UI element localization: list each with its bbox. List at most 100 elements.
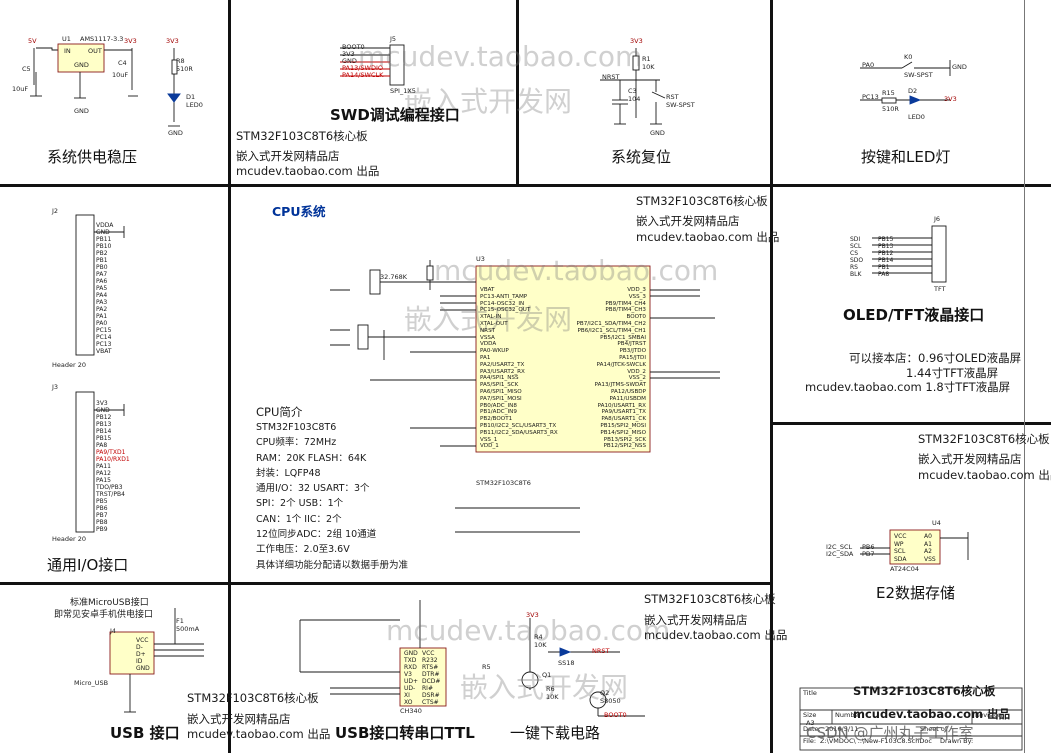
power-label-gnd-u1: GND: [74, 61, 89, 69]
j2-pin-label: PA3: [96, 299, 108, 306]
cpu-right-pin: VSS_2: [628, 375, 646, 382]
eeprom-chip-ref: U4: [932, 519, 941, 527]
power-label-ams: AMS1117-3.3: [80, 35, 124, 43]
ttl-pin-left: XO: [404, 699, 413, 706]
key-gnd: GND: [952, 63, 967, 71]
ttl-pin-left: RXD: [404, 664, 417, 671]
tb-title-label: Title: [803, 689, 817, 697]
swd-shop-line1: STM32F103C8T6核心板: [236, 129, 368, 143]
oled-net-label: PB1: [878, 264, 890, 271]
cpu-left-pin: PC15-OSC32_OUT: [480, 307, 531, 314]
reset-rst: RST: [666, 93, 679, 101]
power-label-c5-val: 10uF: [12, 85, 29, 93]
oled-note-3: mcudev.taobao.com 1.8寸TFT液晶屏: [805, 380, 1011, 394]
j2-pin-label: PA6: [96, 278, 108, 285]
oled-signal-label: BLK: [850, 271, 862, 278]
cpu-right-pin: PB8/TIM4_CH3: [605, 307, 646, 314]
cpu-right-pin: VDD_2: [627, 368, 646, 375]
cpu-intro-line: RAM：20K FLASH：64K: [256, 452, 367, 464]
j2-pin-label: PA0: [96, 320, 108, 327]
cpu-chip-ref: U3: [476, 255, 485, 263]
dl-q2: Q2: [600, 689, 610, 697]
frame-v-line-2: [516, 0, 519, 184]
cpu-right-pin: PB12/SPI2_NSS: [603, 443, 646, 450]
cpu-left-pin: VDDA: [480, 341, 497, 348]
power-label-3v3-led: 3V3: [166, 37, 179, 45]
ttl-pin-left: XI: [404, 692, 410, 699]
j2-pin-label: VDDA: [96, 222, 114, 229]
led-r15-val: 510R: [882, 105, 899, 113]
dl-ss18: SS18: [558, 659, 575, 667]
tb-date-label: Date:: [803, 725, 821, 733]
power-label-out: OUT: [88, 47, 102, 55]
eeprom-pin-right: A1: [924, 540, 932, 548]
cpu-left-pin: VBAT: [480, 287, 495, 293]
led-3v3: 3V3: [944, 95, 957, 103]
j2-pin-label: VBAT: [96, 348, 112, 355]
key-k0: K0: [904, 53, 913, 61]
usb-section-title: USB 接口: [110, 724, 180, 742]
oled-note-1: 可以接本店：0.96寸OLED液晶屏: [849, 351, 1022, 365]
key-sw: SW-SPST: [904, 71, 933, 79]
cpu-left-pin: PA1: [480, 354, 491, 361]
power-section-title: 系统供电稳压: [47, 148, 138, 166]
ttl-shop-line2: 嵌入式开发网精品店: [644, 613, 748, 627]
led-d2: D2: [908, 87, 918, 95]
cpu-right-pin: PB7/I2C1_SDA/TIM4_CH2: [576, 320, 646, 327]
oled-signal-label: SCL: [850, 243, 862, 250]
swd-pin-3v3: 3V3: [342, 50, 355, 58]
keyled-section-title: 按键和LED灯: [861, 148, 951, 166]
cpu-intro-line: 工作电压：2.0至3.6V: [256, 544, 350, 556]
cpu-chip-part: STM32F103C8T6: [476, 479, 531, 487]
power-label-d1: D1: [186, 93, 196, 101]
led-pc13: PC13: [862, 93, 879, 101]
usb-conn-ref: J4: [110, 627, 117, 635]
ttl-shop-line1: STM32F103C8T6核心板: [644, 592, 776, 606]
io-j2-ref: J2: [52, 207, 59, 215]
reset-c3: C3: [628, 87, 637, 95]
usb-pin-label: ID: [136, 658, 143, 665]
power-label-c4-val: 10uF: [112, 71, 129, 79]
io-j3-ref: J3: [52, 383, 59, 391]
cpu-left-pin: XTAL-OUT: [480, 320, 508, 327]
cpu-left-pin: PA3/USART2_RX: [480, 368, 525, 375]
swd-pin-swclk: PA14/SWCLK: [342, 71, 384, 79]
cpu-left-pin: PC14-OSC32_IN: [480, 300, 525, 307]
usb-conn-type: Micro_USB: [74, 679, 109, 687]
frame-v-line-4: [1024, 0, 1025, 753]
power-label-c4: C4: [118, 59, 127, 67]
cpu-right-pin: PA8/USART1_CK: [601, 416, 646, 423]
power-label-gnd: GND: [74, 107, 89, 115]
ttl-section-title: USB接口转串口TTL: [335, 724, 475, 742]
oled-signal-label: SDO: [850, 257, 864, 264]
j3-pin-label: PA8: [96, 442, 108, 449]
ttl-pin-left: TXD: [404, 657, 417, 664]
eeprom-pin-right: A0: [924, 533, 932, 540]
cpu-intro-line: 通用I/O：32 USART：3个: [256, 483, 370, 495]
frame-h-line-1: [0, 184, 1051, 187]
tb-title: STM32F103C8T6核心板: [853, 684, 996, 698]
dl-s8050: S8050: [600, 697, 621, 705]
tb-sheet-label: Sheet of: [920, 725, 948, 733]
power-label-3v3: 3V3: [124, 37, 137, 45]
ttl-pin-left: UD+: [404, 678, 419, 685]
oled-net-label: PA8: [878, 271, 890, 278]
csdn-credit: CSDN @广州丸子工作室: [806, 724, 974, 742]
usb-shop-line2: 嵌入式开发网精品店: [187, 712, 291, 726]
j3-pin-label: PA11: [96, 463, 111, 470]
usb-note-1: 标准MicroUSB接口: [70, 598, 149, 608]
cpu-left-pin: PB0/ADC_IN8: [480, 402, 517, 409]
cpu-crystal-freq: 32.768K: [380, 273, 408, 281]
dl-nrst: NRST: [592, 647, 610, 655]
usb-shop-line3: mcudev.taobao.com 出品: [187, 727, 331, 741]
ttl-pin-right: DSR#: [422, 692, 440, 699]
tb-number-label: Number: [835, 711, 862, 719]
